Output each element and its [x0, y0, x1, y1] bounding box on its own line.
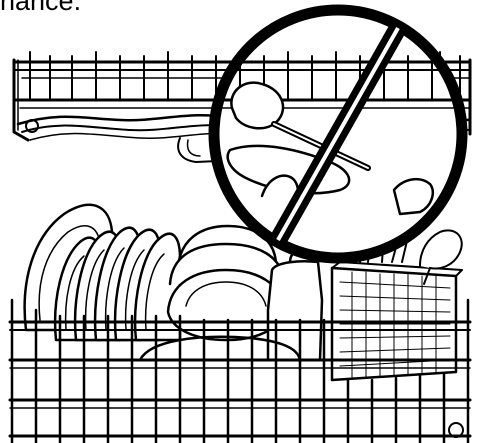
- lower-rack: [8, 298, 472, 443]
- caption-text-fragment: nance.: [0, 0, 82, 16]
- prohibited-item: [219, 15, 457, 253]
- no-symbol-icon: [208, 4, 468, 264]
- plates: [23, 203, 182, 342]
